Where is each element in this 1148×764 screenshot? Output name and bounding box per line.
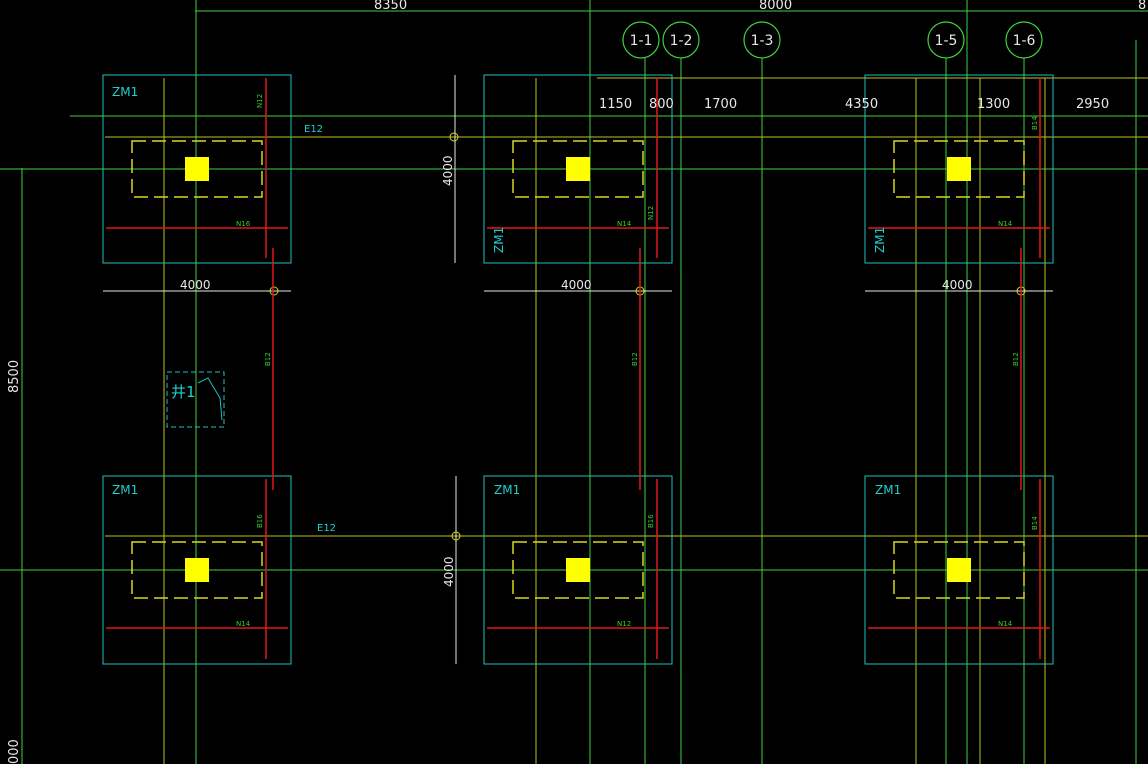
footing-outline (102, 74, 292, 264)
footing-upper-middle[interactable]: ZM1 N14 N12 4000 4000 (441, 74, 673, 296)
pit-label: 井1 (171, 383, 196, 401)
axis-bubble-circle (1005, 21, 1043, 59)
footing-lower-middle[interactable]: ZM1 N12 B16 4000 (442, 475, 673, 665)
footing-label: ZM1 (492, 227, 506, 253)
dim-node (269, 286, 279, 296)
column (566, 157, 590, 181)
pile-cap-dashed (893, 541, 1025, 599)
rebar-y-label: B16 (647, 514, 655, 528)
pile-cap-dashed (512, 140, 644, 198)
pile-cap-dashed (512, 541, 644, 599)
rebar-y-label: N12 (256, 94, 264, 108)
pit-outline (166, 371, 225, 428)
footing-label: ZM1 (112, 85, 138, 99)
second-dim-1150: 1150 (599, 97, 632, 112)
axis-bubble-1-1[interactable]: 1-1 (622, 21, 660, 59)
footing-label: ZM1 (494, 483, 520, 497)
pile-cap-dashed (893, 140, 1025, 198)
footing-upper-left[interactable]: ZM1 N16 N12 4000 (102, 74, 292, 296)
rebar-x-label: N14 (617, 220, 632, 228)
axis-bubble-circle (622, 21, 660, 59)
footing-label: ZM1 (873, 227, 887, 253)
top-dim-left: 8350 (374, 0, 407, 13)
top-dim-right: 8000 (759, 0, 792, 13)
yellow-axis-lines (105, 77, 1148, 764)
footing-label: ZM1 (875, 483, 901, 497)
axis-bubble-label: 1-1 (630, 33, 653, 49)
axis-bubble-circle (662, 21, 700, 59)
second-dim-1300: 1300 (977, 97, 1010, 112)
axis-node-lower (451, 531, 461, 541)
axis-bubble-label: 1-6 (1013, 33, 1036, 49)
second-dim-800: 800 (649, 97, 674, 112)
rebar-y-label: B16 (256, 514, 264, 528)
footing-outline (102, 475, 292, 665)
second-dim-2950: 2950 (1076, 97, 1109, 112)
top-dimension-ticks (195, 4, 968, 18)
rebar-x-label: N16 (236, 220, 251, 228)
width-dim-label: 4000 (942, 278, 973, 292)
width-dim-label: 4000 (180, 278, 211, 292)
axis-bubble-circle (927, 21, 965, 59)
footing-upper-right[interactable]: ZM1 N14 B14 4000 (864, 74, 1054, 296)
axis-bubble-label: 1-5 (935, 33, 958, 49)
rebar-x-label: N14 (998, 220, 1013, 228)
axis-bubble-circle (743, 21, 781, 59)
footing-label: ZM1 (112, 483, 138, 497)
axis-bubble-1-5[interactable]: 1-5 (927, 21, 965, 59)
pile-cap-dashed (131, 140, 263, 198)
rebar-x-label: N14 (998, 620, 1013, 628)
footing-lower-right[interactable]: ZM1 N14 B14 (864, 475, 1054, 665)
pit-slope-icon (197, 377, 223, 421)
axis-bubble-1-3[interactable]: 1-3 (743, 21, 781, 59)
beam-rebar-label-right: B12 (1012, 352, 1020, 366)
rebar-y-label: B14 (1031, 116, 1039, 130)
width-dim-label: 4000 (561, 278, 592, 292)
rebar-y-label: B14 (1031, 516, 1039, 530)
pit-symbol[interactable]: 井1 (166, 371, 225, 428)
top-dim-far-right: 8 (1138, 0, 1146, 13)
beam-label-upper: E12 (304, 124, 323, 135)
rebar-x-label: N14 (236, 620, 251, 628)
footing-lower-left[interactable]: ZM1 N14 B16 (102, 475, 292, 665)
left-dim-bottom: 000 (7, 739, 22, 764)
rebar-y-label: N12 (647, 206, 655, 220)
column (947, 157, 971, 181)
footing-outline (483, 74, 673, 264)
axis-node-upper (449, 132, 459, 142)
beam-rebar-label-left: B12 (264, 352, 272, 366)
second-dim-1700: 1700 (704, 97, 737, 112)
axis-bubble-label: 1-2 (670, 33, 693, 49)
left-dim-vertical: 8500 (7, 360, 22, 393)
column (185, 157, 209, 181)
beam-label-lower: E12 (317, 523, 336, 534)
second-dim-4350: 4350 (845, 97, 878, 112)
footing-outline (864, 74, 1054, 264)
height-dim-label: 4000 (441, 155, 455, 186)
axis-bubble-1-6[interactable]: 1-6 (1005, 21, 1043, 59)
footing-outline (864, 475, 1054, 665)
axis-bubble-1-2[interactable]: 1-2 (662, 21, 700, 59)
pile-cap-dashed (131, 541, 263, 599)
beam-rebars (272, 248, 1022, 490)
footing-outline (483, 475, 673, 665)
column (947, 558, 971, 582)
column (185, 558, 209, 582)
rebar-x-label: N12 (617, 620, 631, 628)
beam-rebar-label-middle: B12 (631, 352, 639, 366)
column (566, 558, 590, 582)
axis-bubble-label: 1-3 (751, 33, 774, 49)
height-dim-label: 4000 (442, 556, 456, 587)
